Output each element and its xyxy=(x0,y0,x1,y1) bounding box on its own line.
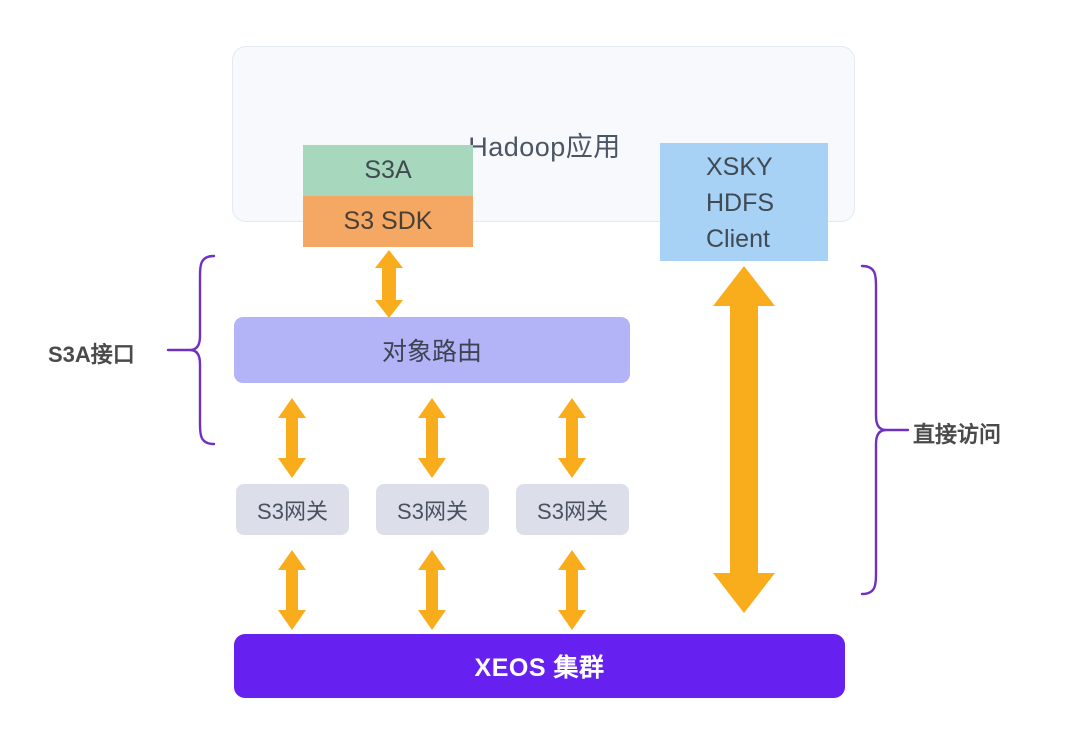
arrow-gateway-3-to-xeos xyxy=(558,550,586,630)
s3a-label: S3A xyxy=(364,156,412,184)
bracket-label-direct-access: 直接访问 xyxy=(913,422,1002,447)
arrow-router-to-gateway-1 xyxy=(278,398,306,478)
s3-gateway-block-3: S3网关 xyxy=(516,484,629,535)
s3-gateway-label: S3网关 xyxy=(397,498,468,524)
xeos-cluster-label: XEOS 集群 xyxy=(474,654,605,682)
bracket-label-s3a-interface: S3A接口 xyxy=(48,342,135,367)
bracket-s3a-interface xyxy=(189,254,216,446)
xsky-hdfs-client-block: XSKY HDFS Client xyxy=(660,143,828,261)
s3-sdk-block: S3 SDK xyxy=(303,196,473,247)
object-router-label: 对象路由 xyxy=(381,338,482,366)
arrow-router-to-gateway-3 xyxy=(558,398,586,478)
arrow-sdk-to-router xyxy=(375,250,403,318)
bracket-direct-access xyxy=(860,264,887,596)
xeos-cluster-block: XEOS 集群 xyxy=(234,634,845,698)
s3-gateway-label: S3网关 xyxy=(537,498,608,524)
xsky-hdfs-client-label: XSKY HDFS Client xyxy=(706,153,775,253)
hadoop-application-label: Hadoop应用 xyxy=(468,132,621,162)
s3-gateway-block-1: S3网关 xyxy=(236,484,349,535)
arrow-router-to-gateway-2 xyxy=(418,398,446,478)
arrow-gateway-2-to-xeos xyxy=(418,550,446,630)
arrow-gateway-1-to-xeos xyxy=(278,550,306,630)
s3a-block: S3A xyxy=(303,145,473,196)
s3-gateway-label: S3网关 xyxy=(257,498,328,524)
s3-gateway-block-2: S3网关 xyxy=(376,484,489,535)
object-router-block: 对象路由 xyxy=(234,317,630,383)
arrow-hdfs-client-to-xeos xyxy=(713,266,775,613)
s3-sdk-label: S3 SDK xyxy=(343,207,433,235)
